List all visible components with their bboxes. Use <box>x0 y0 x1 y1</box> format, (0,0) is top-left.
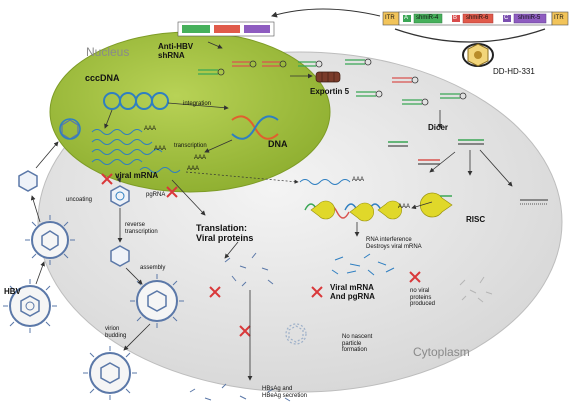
nuclear-mrna-strands <box>91 129 181 173</box>
sirna-duplexes <box>388 139 484 165</box>
construct-name-label: DD-HD-331 <box>493 67 535 76</box>
mrna-cleavage-cluster <box>299 179 403 222</box>
hbsag-secretion-label: HBsAg and HBeAg secretion <box>262 386 308 399</box>
pgrna-label: pgRNA <box>146 192 166 198</box>
cytoplasm-label: Cytoplasm <box>413 345 470 359</box>
construct-arrow <box>271 8 381 18</box>
hbv-particle-uncoating <box>31 221 69 259</box>
dd-hd-331-construct <box>382 11 569 67</box>
no-viral-proteins-label: no viral proteins produced <box>410 288 436 308</box>
viral-mrna-nucleus-label: viral mRNA <box>115 171 159 180</box>
hbv-particle-budding <box>89 352 131 394</box>
aaa-label-6: AAA <box>398 204 411 210</box>
transcription-label: transcription <box>174 143 207 149</box>
aaa-label-1: AAA <box>144 126 157 132</box>
assembly-label: assembly <box>140 265 166 271</box>
exportin-5 <box>315 71 341 83</box>
uncoating-label: uncoating <box>66 197 93 203</box>
nucleus-label: Nucleus <box>86 45 130 59</box>
dna-label: DNA <box>268 139 288 149</box>
aaa-label-5: AAA <box>352 177 365 183</box>
risc-label: RISC <box>466 215 486 224</box>
shmir-4-label: shmiR-4 <box>416 15 439 21</box>
nucleocapsid <box>18 118 81 192</box>
promoter-a-label: A <box>404 15 409 21</box>
block-marks <box>101 173 421 337</box>
cccdna-circles <box>103 92 169 110</box>
exportin-label: Exportin 5 <box>310 87 350 96</box>
dicer-label: Dicer <box>428 123 449 132</box>
hbv-particle-entry <box>9 285 51 327</box>
aaa-label-4: AAA <box>187 166 200 172</box>
promoter-b-label: B <box>453 15 458 21</box>
ghost-particle <box>285 323 307 345</box>
assembly-capsid <box>110 245 130 267</box>
anti-hbv-shrna-label: Anti-HBV shRNA <box>158 42 194 60</box>
shrna-hairpins-cytoplasm <box>345 58 467 106</box>
integration-label: integration <box>183 101 212 107</box>
translation-label: Translation: Viral proteins <box>196 223 254 243</box>
shmir-6-label: shmiR-6 <box>466 15 489 21</box>
reverse-transcription-label: reverse transcription <box>125 222 158 235</box>
itr-left-label: ITR <box>385 15 395 21</box>
virion-budding-label: virion budding <box>105 326 127 339</box>
lifecycle-arrows <box>30 141 253 381</box>
pgrna-capsid <box>110 185 130 207</box>
expression-cassette <box>177 21 275 37</box>
faded-proteins <box>459 276 493 303</box>
promoter-c-label: C <box>504 15 509 21</box>
aaa-label-3: AAA <box>194 155 207 161</box>
viral-mrna-pgrna-label: Viral mRNA And pgRNA <box>330 283 375 301</box>
cccdna-label: cccDNA <box>85 73 120 83</box>
shmir-5-label: shmiR-5 <box>518 15 541 21</box>
no-nascent-label: No nascent particle formation <box>342 334 373 354</box>
hbv-label: HBV <box>4 287 21 296</box>
mrna-fragments <box>331 253 395 276</box>
dna-helix <box>231 115 279 140</box>
risc-complex <box>419 192 453 218</box>
hbv-particle-assembly <box>136 280 178 322</box>
shrna-hairpins-nucleus <box>198 41 323 76</box>
surface-proteins <box>189 252 291 402</box>
rna-interference-label: RNA interference Destroys viral mRNA <box>366 237 422 250</box>
aaa-label-2: AAA <box>154 146 167 152</box>
itr-right-label: ITR <box>554 15 564 21</box>
envelope-spikes <box>3 215 184 400</box>
